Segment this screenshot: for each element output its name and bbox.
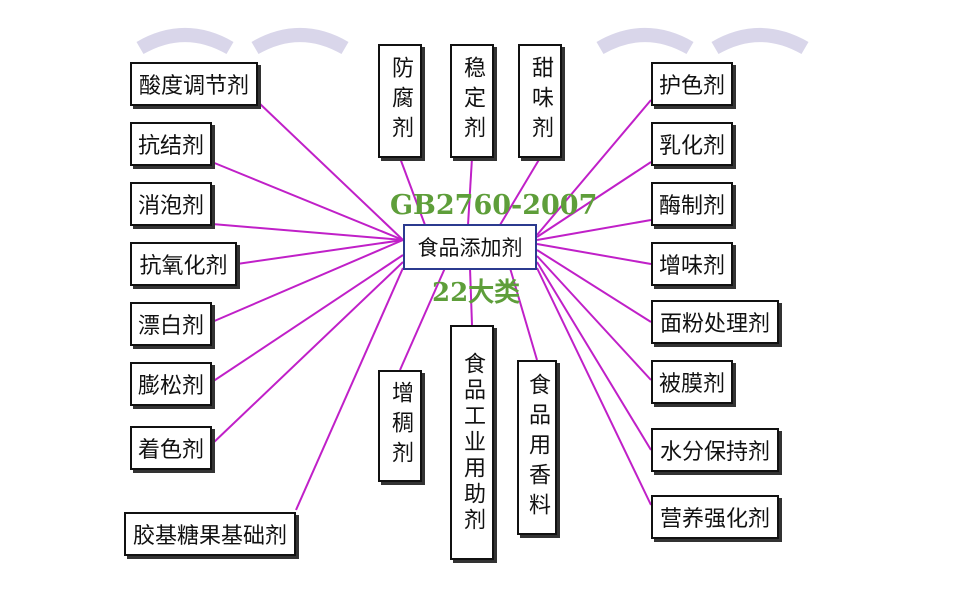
node-enzyme-preparation: 酶制剂 [651, 182, 733, 226]
node-bleaching-agent: 漂白剂 [130, 302, 212, 346]
node-colorant: 着色剂 [130, 426, 212, 470]
node-flavoring: 食品用香料 [517, 360, 557, 535]
node-antifoaming-agent: 消泡剂 [130, 182, 212, 226]
node-preservative: 防腐剂 [378, 44, 422, 158]
node-stabilizer: 稳定剂 [450, 44, 494, 158]
node-flour-treatment-agent: 面粉处理剂 [651, 300, 779, 344]
node-humectant: 水分保持剂 [651, 428, 779, 472]
center-node: 食品添加剂 [403, 224, 537, 270]
node-gum-base: 胶基糖果基础剂 [124, 512, 296, 556]
node-thickener: 增稠剂 [378, 370, 422, 482]
header-decoration [136, 28, 809, 55]
node-acidity-regulator: 酸度调节剂 [130, 62, 258, 106]
node-nutrition-enhancer: 营养强化剂 [651, 495, 779, 539]
node-flavor-enhancer: 增味剂 [651, 242, 733, 286]
node-color-retention-agent: 护色剂 [651, 62, 733, 106]
node-processing-aid: 食品工业用助剂 [450, 325, 494, 560]
category-count-label: 22大类 [432, 278, 521, 308]
node-coating-agent: 被膜剂 [651, 360, 733, 404]
node-antioxidant: 抗氧化剂 [130, 242, 237, 286]
node-anticaking-agent: 抗结剂 [130, 122, 212, 166]
node-emulsifier: 乳化剂 [651, 122, 733, 166]
standard-label: GB2760-2007 [390, 190, 598, 221]
node-leavening-agent: 膨松剂 [130, 362, 212, 406]
node-sweetener: 甜味剂 [518, 44, 562, 158]
